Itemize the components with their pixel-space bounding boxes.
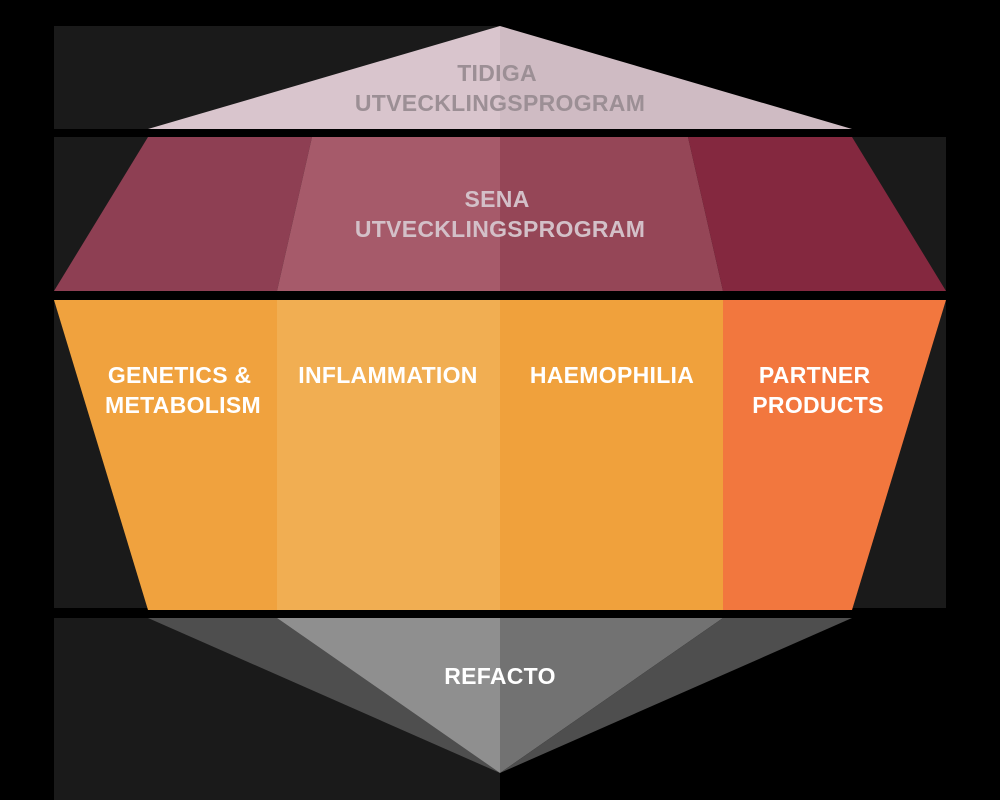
area-partner-label-line1: PARTNER bbox=[759, 362, 871, 388]
tier-late-segment-1 bbox=[54, 137, 312, 291]
tier-late-label-line1: SENA bbox=[465, 186, 529, 212]
area-inflammation-label: INFLAMMATION bbox=[298, 362, 477, 388]
tier-early-label-line1: TIDIGA bbox=[457, 60, 536, 86]
tier-areas: GENETICS & METABOLISM INFLAMMATION HAEMO… bbox=[54, 300, 946, 610]
tier-early-label-line2: UTVECKLINGSPROGRAM bbox=[355, 90, 645, 116]
area-partner-label-line2: PRODUCTS bbox=[752, 392, 883, 418]
tier-late: SENA UTVECKLINGSPROGRAM bbox=[54, 137, 946, 291]
tier-early-left bbox=[148, 26, 500, 129]
area-genetics-label-line1: GENETICS & bbox=[108, 362, 252, 388]
tier-late-segment-3 bbox=[500, 137, 723, 291]
tier-late-segment-2 bbox=[277, 137, 500, 291]
area-genetics-shape bbox=[54, 300, 277, 610]
tier-late-segment-4 bbox=[688, 137, 946, 291]
area-genetics-label: GENETICS & METABOLISM bbox=[105, 362, 261, 418]
tier-late-label-line2: UTVECKLINGSPROGRAM bbox=[355, 216, 645, 242]
tier-base-outer-right bbox=[500, 618, 852, 773]
tier-early-right bbox=[500, 26, 852, 129]
tier-base-mid-left bbox=[277, 618, 500, 773]
tier-early-label: TIDIGA UTVECKLINGSPROGRAM bbox=[355, 60, 645, 116]
tier-late-label: SENA UTVECKLINGSPROGRAM bbox=[355, 186, 645, 242]
tier-base-outer-left bbox=[148, 618, 500, 773]
tier-base-label: REFACTO bbox=[444, 663, 556, 689]
area-haemophilia-label-line1: HAEMOPHILIA bbox=[530, 362, 694, 388]
area-partner-label: PARTNER PRODUCTS bbox=[752, 362, 883, 418]
tier-early: TIDIGA UTVECKLINGSPROGRAM bbox=[148, 26, 852, 129]
area-haemophilia-label: HAEMOPHILIA bbox=[530, 362, 694, 388]
area-partner-shape bbox=[723, 300, 946, 610]
area-haemophilia-shape bbox=[500, 300, 723, 610]
tier-base: REFACTO bbox=[148, 618, 852, 773]
area-inflammation-shape bbox=[277, 300, 500, 610]
area-inflammation-label-line1: INFLAMMATION bbox=[298, 362, 477, 388]
area-genetics-label-line2: METABOLISM bbox=[105, 392, 261, 418]
